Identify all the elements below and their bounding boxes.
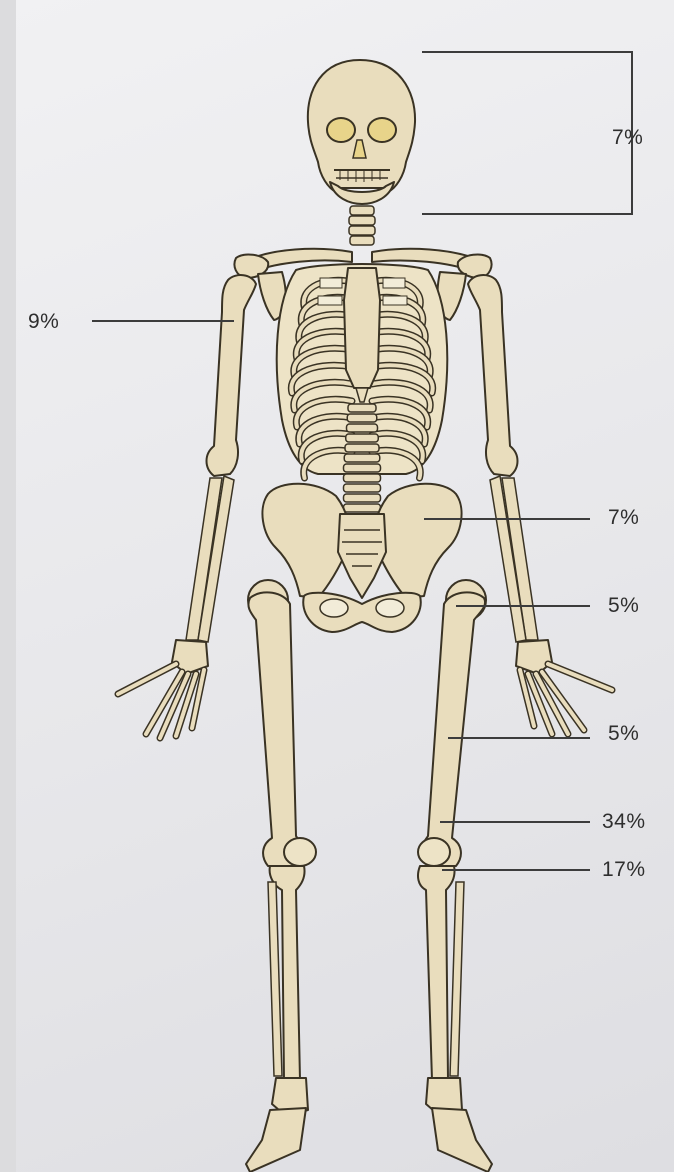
- vertebra: [347, 424, 378, 432]
- hip-percentage: 5%: [608, 594, 639, 618]
- cervical-spine: [349, 206, 375, 245]
- left-leg: [246, 580, 316, 1172]
- vertebra: [347, 414, 377, 422]
- knee-percentage: 34%: [602, 810, 646, 834]
- spine: [344, 404, 381, 512]
- lower-leg-percentage: 17%: [602, 858, 646, 882]
- skull: [308, 60, 415, 204]
- left-hand: [118, 640, 208, 738]
- skull-bracket: [422, 52, 632, 214]
- left-arm: [186, 275, 256, 642]
- vertebra: [346, 434, 379, 442]
- skull-percentage: 7%: [612, 126, 643, 150]
- vertebra: [348, 404, 376, 412]
- vertebra: [344, 504, 381, 512]
- vertebra: [344, 474, 381, 482]
- pelvis-percentage: 7%: [608, 506, 639, 530]
- vertebra: [344, 484, 381, 492]
- arm-percentage: 9%: [28, 310, 59, 334]
- vertebra: [345, 444, 379, 452]
- vertebra: [344, 454, 380, 462]
- thigh-percentage: 5%: [608, 722, 639, 746]
- vertebra: [344, 464, 381, 472]
- right-leg: [418, 580, 492, 1172]
- right-hand: [516, 640, 612, 734]
- vertebra: [344, 494, 381, 502]
